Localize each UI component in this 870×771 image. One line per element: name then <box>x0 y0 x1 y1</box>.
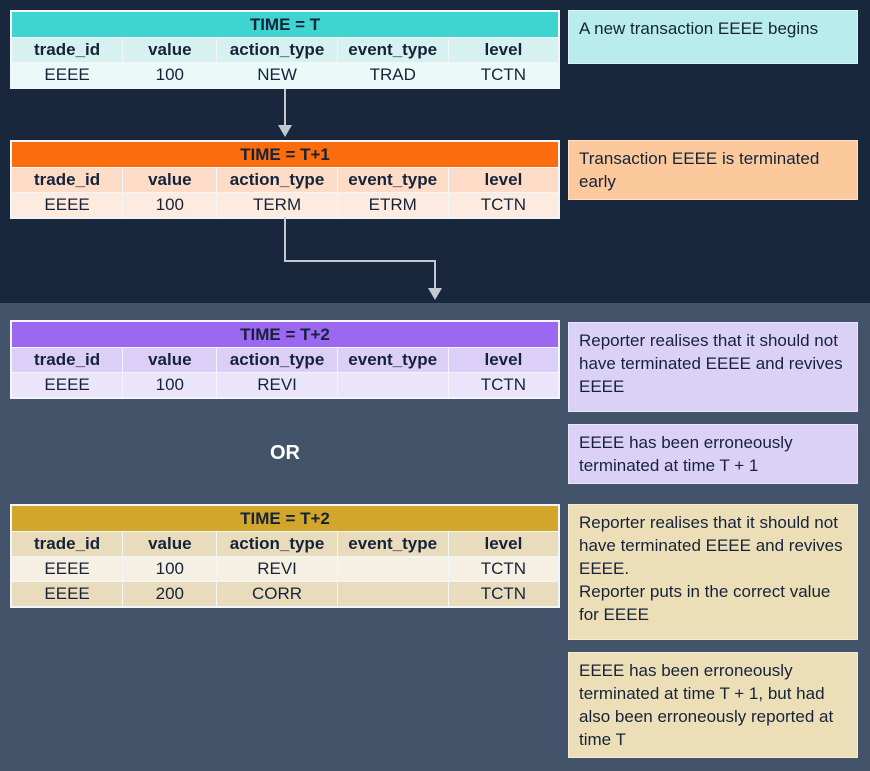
column-header-event-type: event_type <box>337 348 448 372</box>
table-cell: 100 <box>123 557 217 581</box>
table-row: EEEE 100 REVI TCTN <box>12 373 558 397</box>
column-header-event-type: event_type <box>337 168 448 192</box>
note-reporter-revives-corrects: Reporter realises that it should not hav… <box>568 504 858 640</box>
column-header-level: level <box>448 532 558 556</box>
table-cell: TCTN <box>448 557 558 581</box>
column-header-level: level <box>448 38 558 62</box>
column-header-value: value <box>123 348 217 372</box>
column-header-trade-id: trade_id <box>12 348 123 372</box>
table-cell: EEEE <box>12 557 123 581</box>
note-terminated-early: Transaction EEEE is terminated early <box>568 140 858 200</box>
table-header-row: trade_id value action_type event_type le… <box>12 348 558 372</box>
table-cell: NEW <box>217 63 337 87</box>
table-row: EEEE 100 TERM ETRM TCTN <box>12 193 558 217</box>
column-header-trade-id: trade_id <box>12 532 123 556</box>
column-header-event-type: event_type <box>337 532 448 556</box>
note-erroneous-termination: EEEE has been erroneously terminated at … <box>568 424 858 484</box>
table-time-t2-revive-correct: TIME = T+2 trade_id value action_type ev… <box>10 504 560 608</box>
column-header-value: value <box>123 38 217 62</box>
table-time-t: TIME = T trade_id value action_type even… <box>10 10 560 89</box>
table-cell: 100 <box>123 63 217 87</box>
column-header-trade-id: trade_id <box>12 38 123 62</box>
table-cell: EEEE <box>12 373 123 397</box>
table-cell: 100 <box>123 373 217 397</box>
table-title: TIME = T+1 <box>12 142 558 167</box>
table-cell: TCTN <box>448 193 558 217</box>
table-cell: TERM <box>217 193 337 217</box>
arrow-down-icon <box>278 125 292 137</box>
column-header-event-type: event_type <box>337 38 448 62</box>
table-cell: ETRM <box>337 193 448 217</box>
table-cell: TCTN <box>448 373 558 397</box>
table-time-t2-revive: TIME = T+2 trade_id value action_type ev… <box>10 320 560 399</box>
column-header-action-type: action_type <box>217 348 337 372</box>
table-title: TIME = T+2 <box>12 506 558 531</box>
table-header-row: trade_id value action_type event_type le… <box>12 532 558 556</box>
note-reporter-revives: Reporter realises that it should not hav… <box>568 322 858 412</box>
table-cell: 200 <box>123 582 217 606</box>
table-cell <box>337 373 448 397</box>
note-erroneous-termination-and-report: EEEE has been erroneously terminated at … <box>568 652 858 758</box>
elbow-arrow-segment-down2 <box>434 260 436 288</box>
note-new-transaction: A new transaction EEEE begins <box>568 10 858 64</box>
table-header-row: trade_id value action_type event_type le… <box>12 38 558 62</box>
column-header-action-type: action_type <box>217 168 337 192</box>
table-cell: CORR <box>217 582 337 606</box>
table-cell: EEEE <box>12 582 123 606</box>
elbow-arrow-segment-down <box>284 217 286 262</box>
column-header-level: level <box>448 168 558 192</box>
table-row: EEEE 100 REVI TCTN <box>12 557 558 581</box>
table-row: EEEE 100 NEW TRAD TCTN <box>12 63 558 87</box>
table-header-row: trade_id value action_type event_type le… <box>12 168 558 192</box>
column-header-value: value <box>123 168 217 192</box>
or-label: OR <box>270 442 300 464</box>
table-cell: REVI <box>217 373 337 397</box>
column-header-action-type: action_type <box>217 532 337 556</box>
table-row: EEEE 200 CORR TCTN <box>12 582 558 606</box>
table-title: TIME = T+2 <box>12 322 558 347</box>
table-cell <box>337 557 448 581</box>
table-title: TIME = T <box>12 12 558 37</box>
arrow-down-line <box>284 89 286 126</box>
table-cell: TCTN <box>448 63 558 87</box>
table-time-t1: TIME = T+1 trade_id value action_type ev… <box>10 140 560 219</box>
elbow-arrow-segment-right <box>284 260 436 262</box>
table-cell: 100 <box>123 193 217 217</box>
column-header-level: level <box>448 348 558 372</box>
table-cell: TCTN <box>448 582 558 606</box>
column-header-value: value <box>123 532 217 556</box>
table-cell: EEEE <box>12 193 123 217</box>
table-cell: TRAD <box>337 63 448 87</box>
arrow-down-icon <box>428 288 442 300</box>
table-cell <box>337 582 448 606</box>
table-cell: REVI <box>217 557 337 581</box>
column-header-trade-id: trade_id <box>12 168 123 192</box>
column-header-action-type: action_type <box>217 38 337 62</box>
table-cell: EEEE <box>12 63 123 87</box>
